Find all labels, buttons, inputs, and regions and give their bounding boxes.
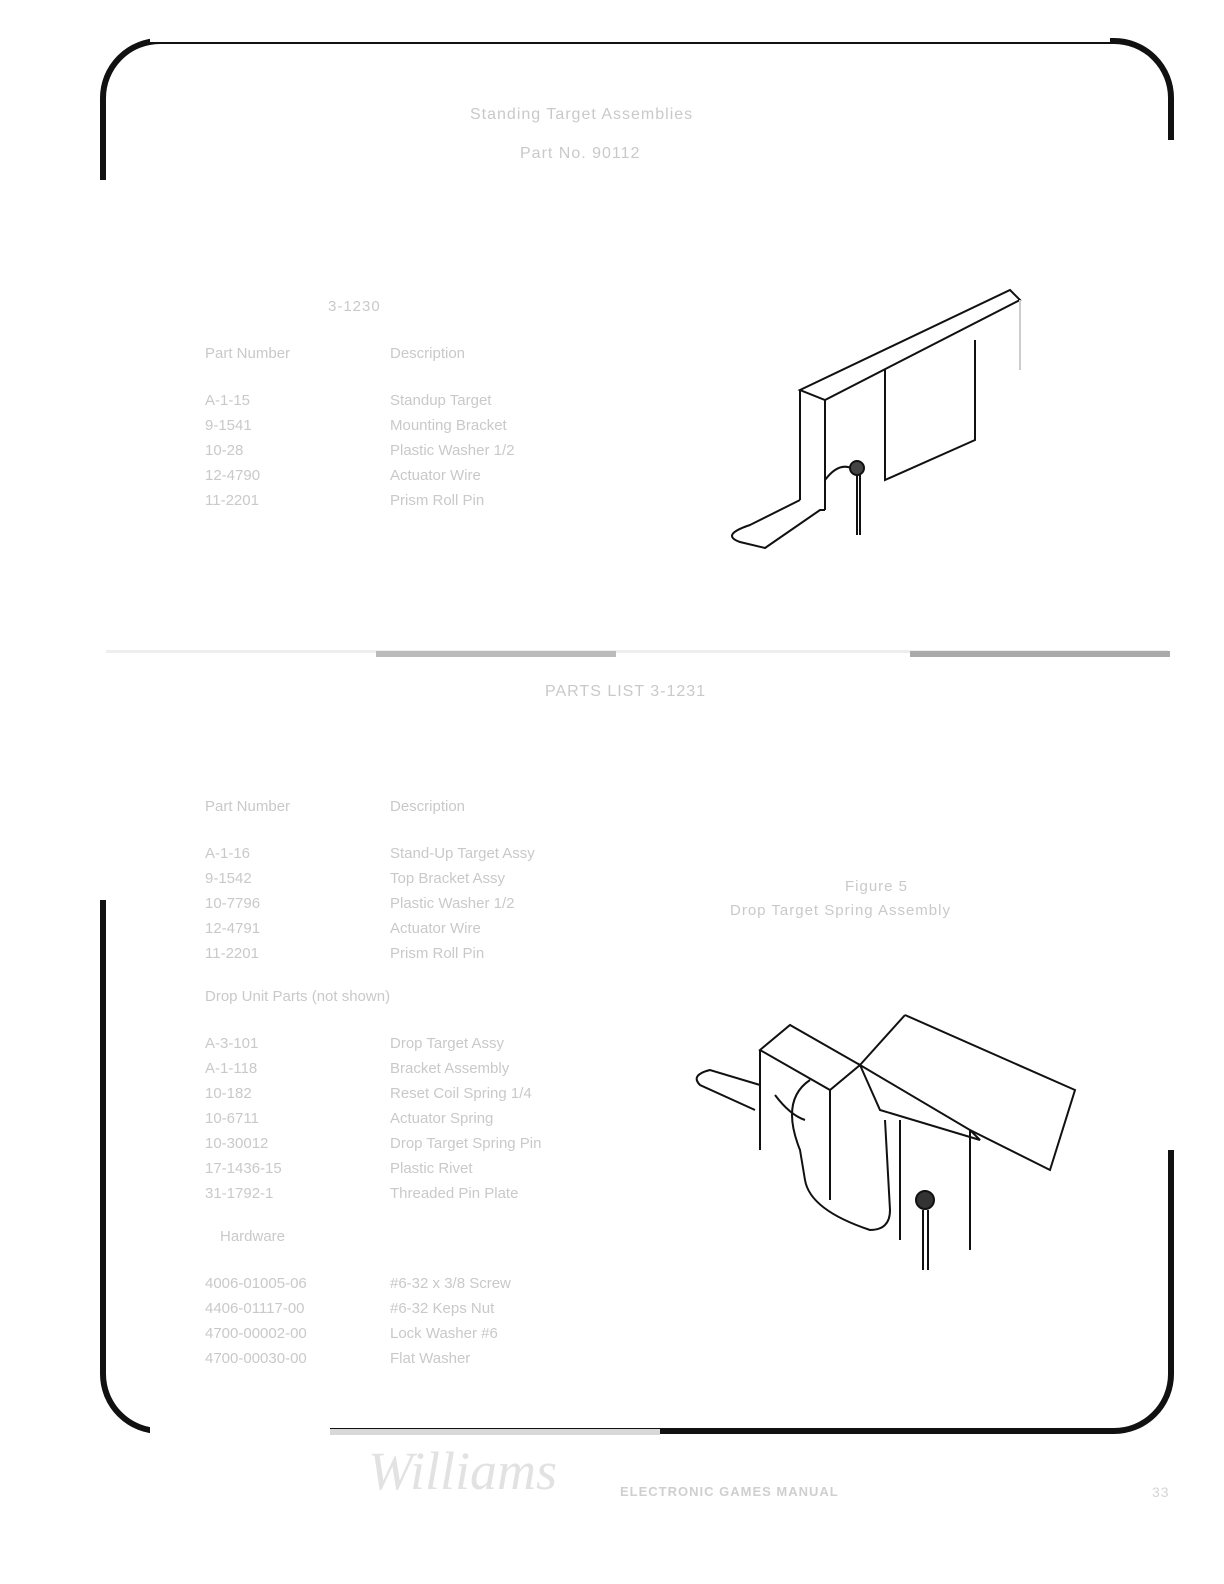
lower-section-title: PARTS LIST 3-1231 — [545, 683, 707, 700]
standup-target-drawing — [731, 288, 1022, 550]
header-description: Description — [390, 798, 466, 815]
header-part-number: Part Number — [205, 798, 291, 815]
page-title: Standing Target Assemblies — [470, 106, 694, 123]
hardware-heading: Hardware — [220, 1228, 286, 1245]
table-row: 4406-01117-00#6-32 Keps Nut — [205, 1300, 495, 1317]
footer-manual-title: ELECTRONIC GAMES MANUAL — [620, 1484, 839, 1499]
williams-logo: Williams — [368, 1441, 558, 1501]
drop-target-drawing — [695, 1014, 1077, 1270]
page-number: 33 — [1152, 1484, 1170, 1500]
figure-caption: Drop Target Spring Assembly — [730, 902, 951, 919]
figure-label: Figure 5 — [845, 878, 909, 895]
drop-unit-heading: Drop Unit Parts (not shown) — [205, 988, 391, 1005]
page-subtitle: Part No. 90112 — [520, 145, 641, 162]
header-description: Description — [390, 345, 466, 362]
assembly-number: 3-1230 — [328, 298, 381, 315]
table-row: 4006-01005-06#6-32 x 3/8 Screw — [205, 1275, 511, 1292]
header-part-number: Part Number — [205, 345, 291, 362]
